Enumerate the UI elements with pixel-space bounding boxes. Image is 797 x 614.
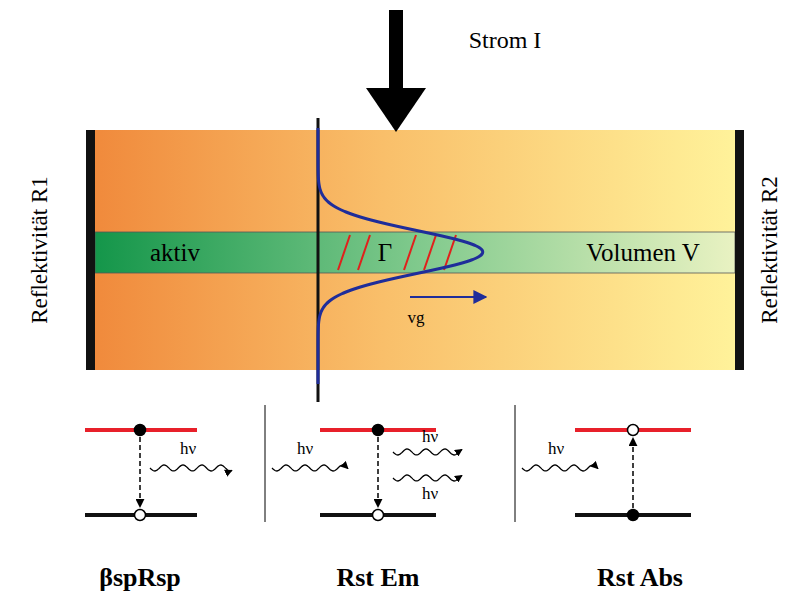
transition-arrow (139, 437, 141, 507)
velocity-label: vg (408, 309, 425, 328)
electron (135, 425, 146, 436)
photon-wave (522, 465, 598, 471)
hole (628, 425, 639, 436)
energy-levels (85, 425, 691, 521)
mode-profile (318, 128, 483, 384)
hatch-line (404, 235, 416, 270)
region-label: aktiv (150, 239, 200, 267)
rate-label: Rst Abs (597, 564, 683, 593)
region-label: Volumen V (586, 239, 700, 267)
transition-arrow (632, 438, 634, 508)
photon-wave (150, 465, 232, 471)
mirror-label: Reflektivität R2 (757, 176, 782, 324)
current-label: Strom I (469, 27, 542, 53)
mirror-left (86, 130, 95, 370)
photon-label: hν (422, 428, 438, 447)
electron (373, 425, 384, 436)
photon-label: hν (297, 440, 313, 459)
mirror-right (735, 130, 744, 370)
panel-separator (515, 405, 516, 522)
cavity (95, 130, 735, 370)
photon-label: hν (180, 440, 196, 459)
region-label: Γ (378, 239, 392, 267)
active-region: aktiv Γ Volumen V (95, 232, 735, 273)
active-layer (95, 232, 735, 273)
photon-label: hν (422, 485, 438, 504)
hole (373, 510, 384, 521)
current-arrow-shaft (389, 10, 403, 88)
panel-separator (265, 405, 266, 522)
group-velocity-arrow (410, 296, 486, 298)
rate-label: Rst Em (336, 564, 419, 593)
current-arrow-head (366, 88, 426, 132)
hatch-line (424, 235, 436, 270)
confinement-hatch (338, 235, 456, 270)
transition-arrow (377, 437, 379, 507)
hatch-line (358, 235, 370, 270)
photon-wave (393, 475, 462, 481)
hatch-line (338, 235, 350, 270)
photon-label: hν (548, 440, 564, 459)
photon-wave (393, 449, 462, 455)
mirror-label: Reflektivität R1 (27, 176, 52, 324)
hole (135, 510, 146, 521)
rate-label: βspRsp (99, 564, 181, 593)
photon-wave (272, 465, 348, 471)
photon-waves (150, 449, 598, 481)
electron (628, 510, 639, 521)
